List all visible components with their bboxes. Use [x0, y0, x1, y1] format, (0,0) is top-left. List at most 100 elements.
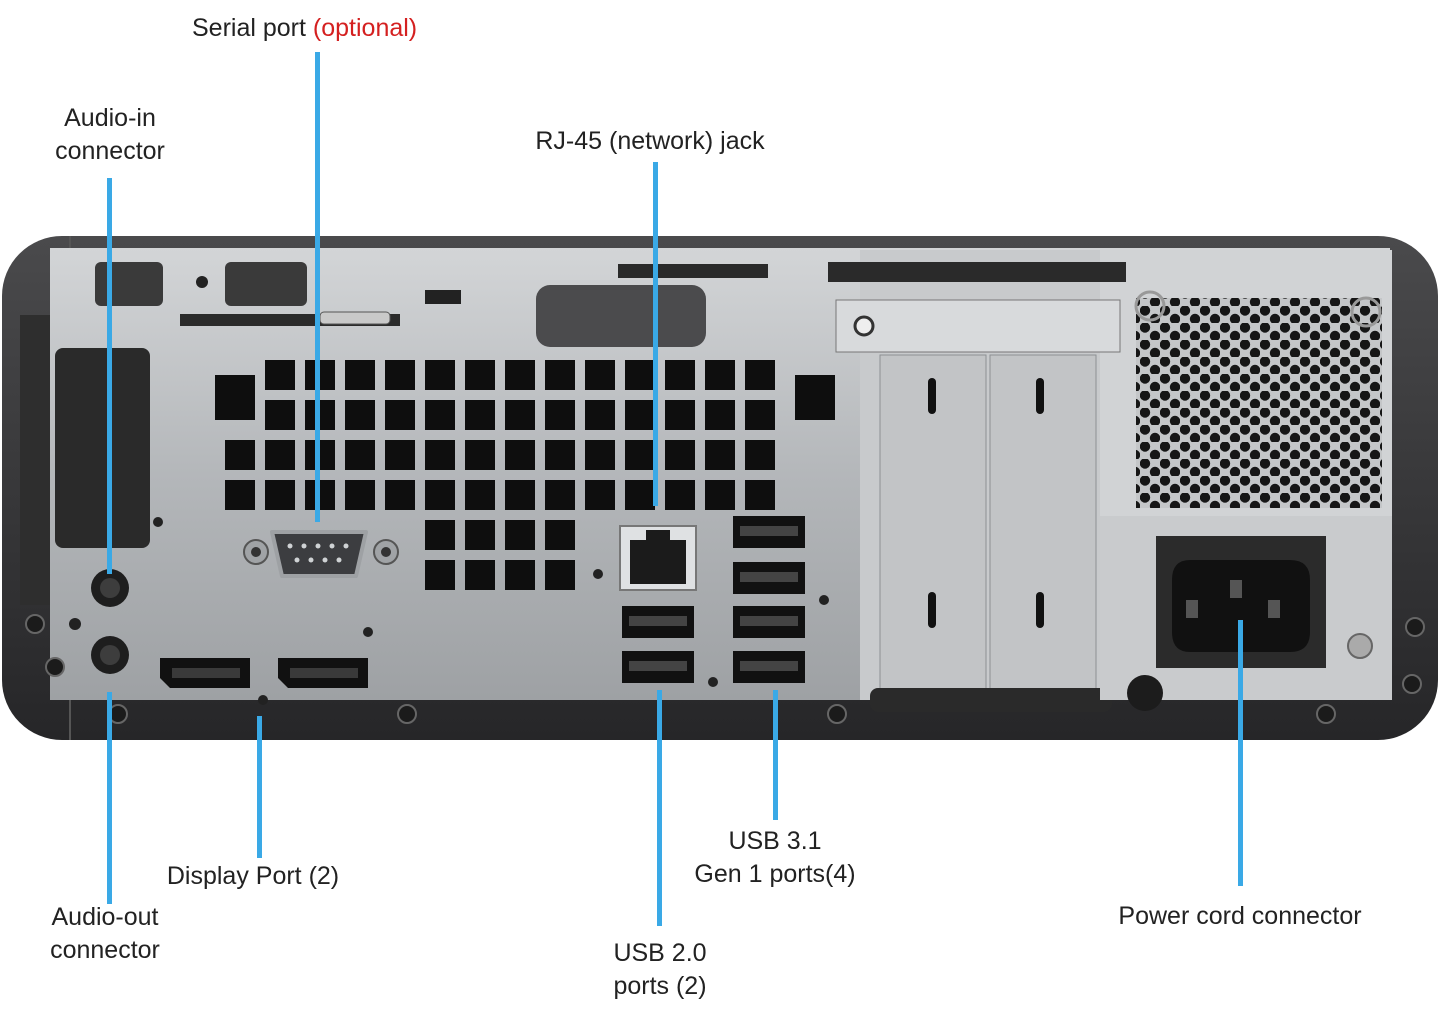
vent-hole	[425, 440, 455, 470]
usb20-connectors	[622, 606, 718, 687]
vent-hole	[465, 440, 495, 470]
vent-hole	[305, 480, 335, 510]
audio-out-line1: Audio-out	[51, 903, 159, 931]
serial-port-text: Serial port	[192, 14, 306, 42]
vent-hole	[465, 360, 495, 390]
audio-jacks	[69, 517, 163, 674]
vent-hole	[705, 400, 735, 430]
vent-hole	[425, 560, 455, 590]
vent-hole	[265, 360, 295, 390]
screw	[25, 614, 45, 634]
serial-port-leader	[315, 52, 320, 522]
vent-hole	[705, 440, 735, 470]
vent-hole	[665, 400, 695, 430]
usb31-connectors	[733, 516, 829, 683]
vent-hole	[665, 440, 695, 470]
vent-hole	[465, 400, 495, 430]
screw	[397, 704, 417, 724]
vent-hole	[265, 400, 295, 430]
audio-in-line2: connector	[55, 137, 165, 165]
vent-hole	[385, 440, 415, 470]
audio-out-leader	[107, 692, 112, 904]
vent-hole	[585, 480, 615, 510]
vent-hole	[705, 480, 735, 510]
vent-hole	[425, 400, 455, 430]
vent-hole	[625, 480, 655, 510]
usb31-label: USB 3.1 Gen 1 ports(4)	[680, 825, 870, 891]
serial-port-connector	[243, 530, 399, 578]
vent-hole	[265, 480, 295, 510]
power-cord-leader	[1238, 620, 1243, 886]
usb20-label: USB 2.0 ports (2)	[590, 937, 730, 1003]
vent-hole	[465, 480, 495, 510]
vent-hole	[625, 360, 655, 390]
vent-hole	[545, 400, 575, 430]
vent-hole	[425, 480, 455, 510]
vent-hole	[545, 360, 575, 390]
vent-hole	[625, 400, 655, 430]
vent-hole	[305, 400, 335, 430]
vent-hole	[305, 440, 335, 470]
screw	[827, 704, 847, 724]
vent-hole	[345, 400, 375, 430]
vent-hole	[545, 440, 575, 470]
vent-hole	[265, 440, 295, 470]
vent-hole	[225, 480, 255, 510]
vent-hole	[745, 360, 775, 390]
screw	[1405, 617, 1425, 637]
ventilation-grid	[215, 360, 835, 590]
vent-hole	[545, 560, 575, 590]
rj45-text: RJ-45 (network) jack	[535, 127, 765, 155]
serial-port-optional-text: (optional)	[312, 14, 418, 42]
audio-in-line1: Audio-in	[64, 104, 156, 132]
vent-hole	[795, 375, 835, 420]
audio-in-label: Audio-in connector	[40, 102, 180, 168]
vent-hole	[225, 440, 255, 470]
vent-hole	[385, 360, 415, 390]
vent-hole	[585, 440, 615, 470]
vent-hole	[505, 440, 535, 470]
vent-hole	[665, 360, 695, 390]
usb31-leader	[773, 690, 778, 820]
vent-hole	[385, 480, 415, 510]
vent-hole	[585, 360, 615, 390]
vent-hole	[345, 480, 375, 510]
vent-hole	[745, 480, 775, 510]
usb31-line2: Gen 1 ports(4)	[694, 860, 856, 888]
usb20-line1: USB 2.0	[613, 939, 707, 967]
power-socket	[1100, 516, 1392, 711]
display-port-connectors	[160, 627, 373, 705]
vent-hole	[585, 400, 615, 430]
vent-hole	[745, 440, 775, 470]
vent-hole	[465, 520, 495, 550]
vent-hole	[425, 360, 455, 390]
audio-in-leader	[107, 178, 112, 574]
vent-hole	[345, 360, 375, 390]
screw	[1402, 674, 1422, 694]
vent-hole	[425, 520, 455, 550]
vent-hole	[465, 560, 495, 590]
vent-hole	[505, 400, 535, 430]
power-cord-label: Power cord connector	[1100, 900, 1380, 933]
screw	[1316, 704, 1336, 724]
usb20-leader	[657, 690, 662, 926]
vent-hole	[215, 375, 255, 420]
audio-out-label: Audio-out connector	[30, 901, 180, 967]
vent-hole	[505, 520, 535, 550]
vent-hole	[505, 360, 535, 390]
serial-port-label: Serial port (optional)	[192, 12, 417, 45]
audio-out-line2: connector	[50, 936, 160, 964]
vent-hole	[545, 480, 575, 510]
screw	[45, 657, 65, 677]
vent-hole	[545, 520, 575, 550]
vent-hole	[345, 440, 375, 470]
side-block	[20, 315, 150, 605]
vent-hole	[505, 560, 535, 590]
usb31-line1: USB 3.1	[728, 827, 822, 855]
vent-hole	[305, 360, 335, 390]
psu-fan-grill	[1134, 290, 1382, 508]
rj45-leader	[653, 162, 658, 506]
vent-hole	[505, 480, 535, 510]
expansion-slots	[828, 262, 1126, 712]
